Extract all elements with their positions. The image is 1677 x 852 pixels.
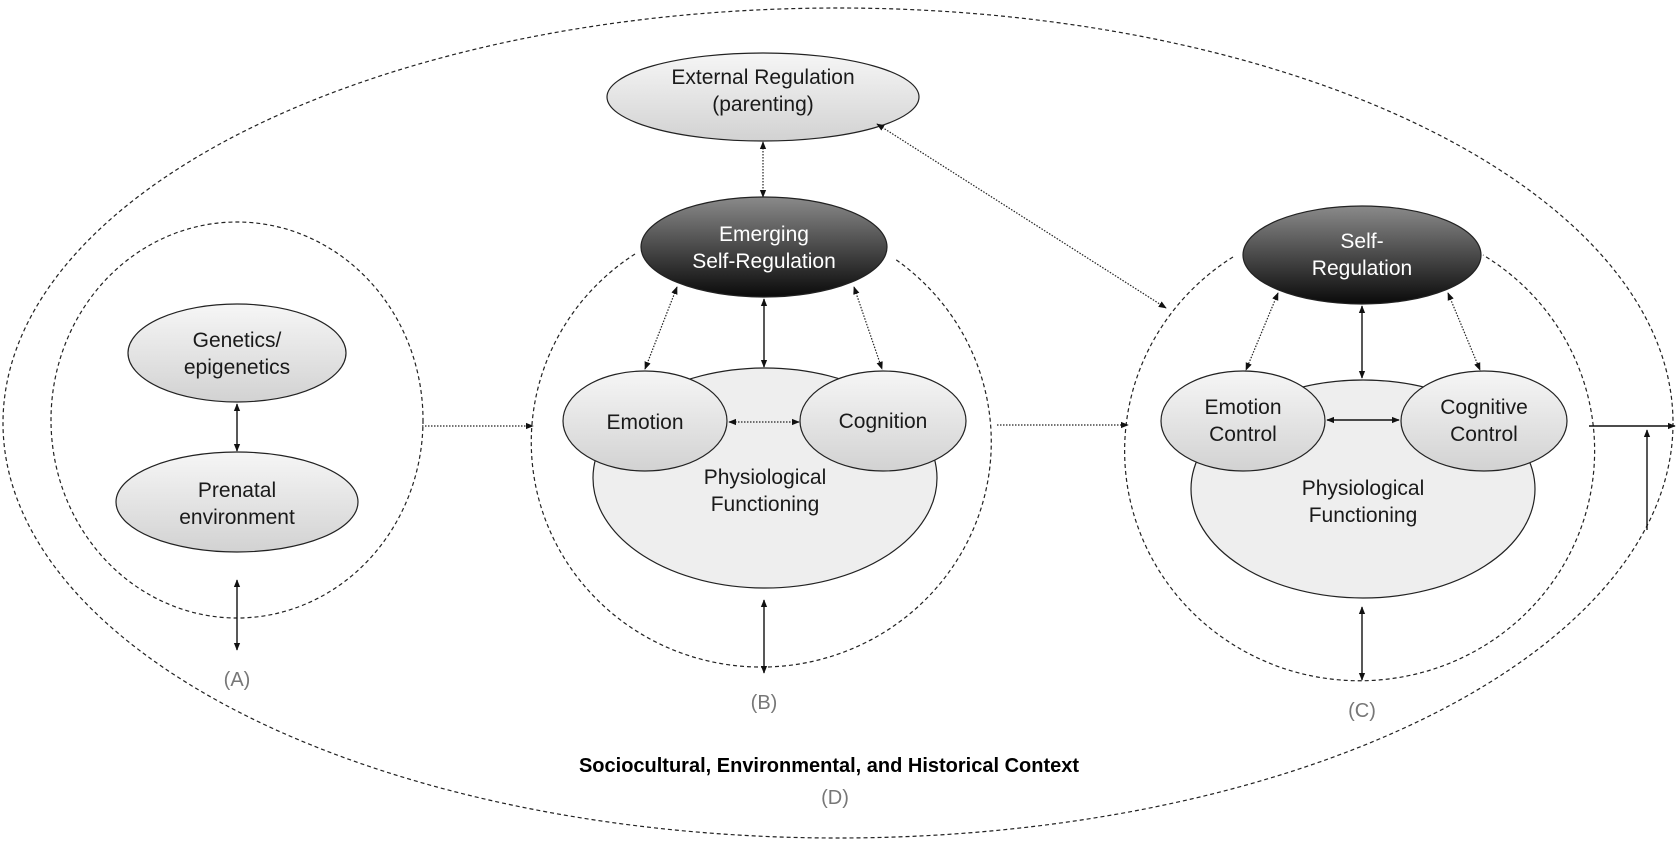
emotion-control-label-1: Emotion xyxy=(1204,396,1281,419)
cognitive-control-node xyxy=(1400,370,1568,472)
external-to-stage-c-arrow xyxy=(876,123,1167,309)
self-regulation-label-1: Self- xyxy=(1340,230,1383,253)
genetics-node xyxy=(127,303,347,403)
cognition-node xyxy=(799,370,967,472)
self-regulation-emotion-control-arrow xyxy=(1245,292,1279,371)
stage-a-tag: (A) xyxy=(224,669,251,691)
genetics-label-2: epigenetics xyxy=(184,356,290,379)
cognition-label: Cognition xyxy=(839,410,928,433)
physiological-c-label-2: Functioning xyxy=(1309,504,1418,527)
emotion-node xyxy=(562,370,728,472)
emerging-emotion-arrow xyxy=(644,286,678,370)
context-tag: (D) xyxy=(821,787,849,809)
prenatal-node xyxy=(115,451,359,553)
physiological-b-label-1: Physiological xyxy=(704,466,827,489)
emotion-control-node xyxy=(1160,370,1326,472)
physiological-c-label-1: Physiological xyxy=(1302,477,1425,500)
physiological-b-label-2: Functioning xyxy=(711,493,820,516)
self-regulation-node xyxy=(1242,205,1482,305)
external-regulation-label-2: (parenting) xyxy=(712,93,814,116)
cognitive-control-label-2: Control xyxy=(1450,423,1518,446)
stage-c-tag: (C) xyxy=(1348,700,1376,722)
external-regulation-node xyxy=(606,52,920,142)
stage-b-boundary xyxy=(530,253,992,668)
self-regulation-label-2: Regulation xyxy=(1312,257,1412,280)
prenatal-label-2: environment xyxy=(179,506,295,529)
genetics-label-1: Genetics/ xyxy=(193,329,282,352)
external-regulation-label-1: External Regulation xyxy=(671,66,854,89)
emerging-self-regulation-label-1: Emerging xyxy=(719,223,809,246)
prenatal-label-1: Prenatal xyxy=(198,479,276,502)
self-regulation-cognitive-control-arrow xyxy=(1447,292,1481,371)
emotion-label: Emotion xyxy=(606,411,683,434)
stage-b-tag: (B) xyxy=(751,692,778,714)
emerging-cognition-arrow xyxy=(853,286,883,370)
emotion-control-label-2: Control xyxy=(1209,423,1277,446)
emerging-self-regulation-node xyxy=(640,196,888,298)
emerging-self-regulation-label-2: Self-Regulation xyxy=(692,250,836,273)
cognitive-control-label-1: Cognitive xyxy=(1440,396,1528,419)
context-title: Sociocultural, Environmental, and Histor… xyxy=(579,755,1079,777)
